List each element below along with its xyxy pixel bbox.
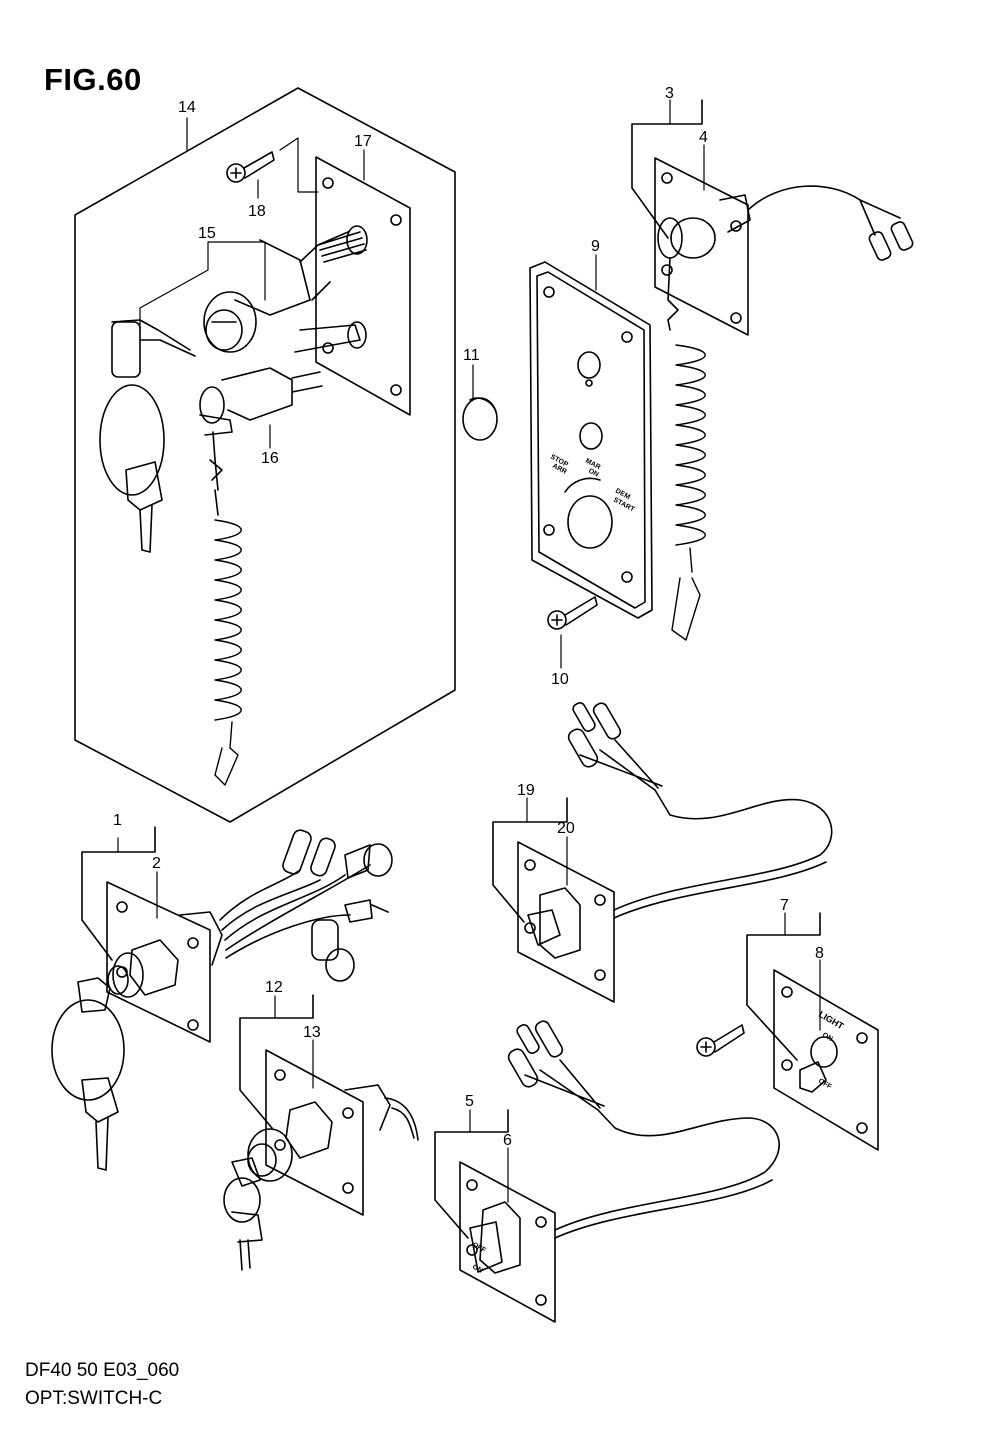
plate9-start-text: START	[612, 497, 636, 514]
callout-14: 14	[178, 99, 196, 116]
light-switch-assembly-7: LIGHT ON OFF	[746, 912, 879, 1151]
callout-8: 8	[815, 945, 824, 962]
stop-switch-assembly-3	[631, 99, 914, 336]
callout-1: 1	[113, 812, 122, 829]
callout-16: 16	[261, 450, 279, 467]
ignition-switch-assembly-1	[81, 826, 393, 1043]
mount-plate-17	[315, 156, 411, 416]
stop-switch-16	[199, 367, 323, 516]
plug-11	[462, 397, 498, 441]
key-1	[51, 977, 125, 1171]
key-switch-assembly-12	[223, 994, 419, 1271]
callout-19: 19	[517, 782, 535, 799]
screw-10	[547, 596, 598, 630]
callout-5: 5	[465, 1093, 474, 1110]
toggle-switch-assembly-19	[492, 702, 833, 1003]
ignition-switch-15	[203, 231, 367, 353]
screw-group-7	[696, 1024, 745, 1057]
callout-13: 13	[303, 1024, 321, 1041]
key-15	[99, 319, 196, 553]
callout-20: 20	[557, 820, 575, 837]
callout-15: 15	[198, 225, 216, 242]
screw-18	[226, 151, 275, 183]
callout-18: 18	[248, 203, 266, 220]
toggle-switch-assembly-5: OFF ON	[434, 1020, 780, 1323]
lanyard-coil-right	[671, 344, 706, 641]
figure-title: FIG.60	[44, 62, 142, 97]
plate6-on-text: ON	[471, 1264, 484, 1275]
lanyard-coil-left	[214, 519, 242, 786]
callout-3: 3	[665, 85, 674, 102]
callout-2: 2	[152, 855, 161, 872]
panel-plate-9: STOP ARR MAR ON DEM START	[529, 261, 653, 619]
callout-4: 4	[699, 129, 708, 146]
callout-9: 9	[591, 238, 600, 255]
callout-11: 11	[463, 347, 480, 364]
callout-10: 10	[551, 671, 569, 688]
callout-6: 6	[503, 1132, 512, 1149]
callout-leaders	[117, 99, 821, 1203]
figure-description: OPT:SWITCH-C	[25, 1388, 163, 1409]
figure-code: DF40 50 E03_060	[25, 1360, 180, 1381]
callout-7: 7	[780, 897, 789, 914]
plate8-off-text: OFF	[817, 1078, 833, 1091]
callout-12: 12	[265, 979, 283, 996]
plate9-on-text: ON	[587, 468, 600, 479]
kit-box-14	[74, 87, 456, 823]
callout-17: 17	[354, 133, 372, 150]
plate8-on-text: ON	[821, 1032, 834, 1043]
plate6-off-text: OFF	[471, 1242, 487, 1255]
plate8-light-text: LIGHT	[817, 1009, 846, 1031]
